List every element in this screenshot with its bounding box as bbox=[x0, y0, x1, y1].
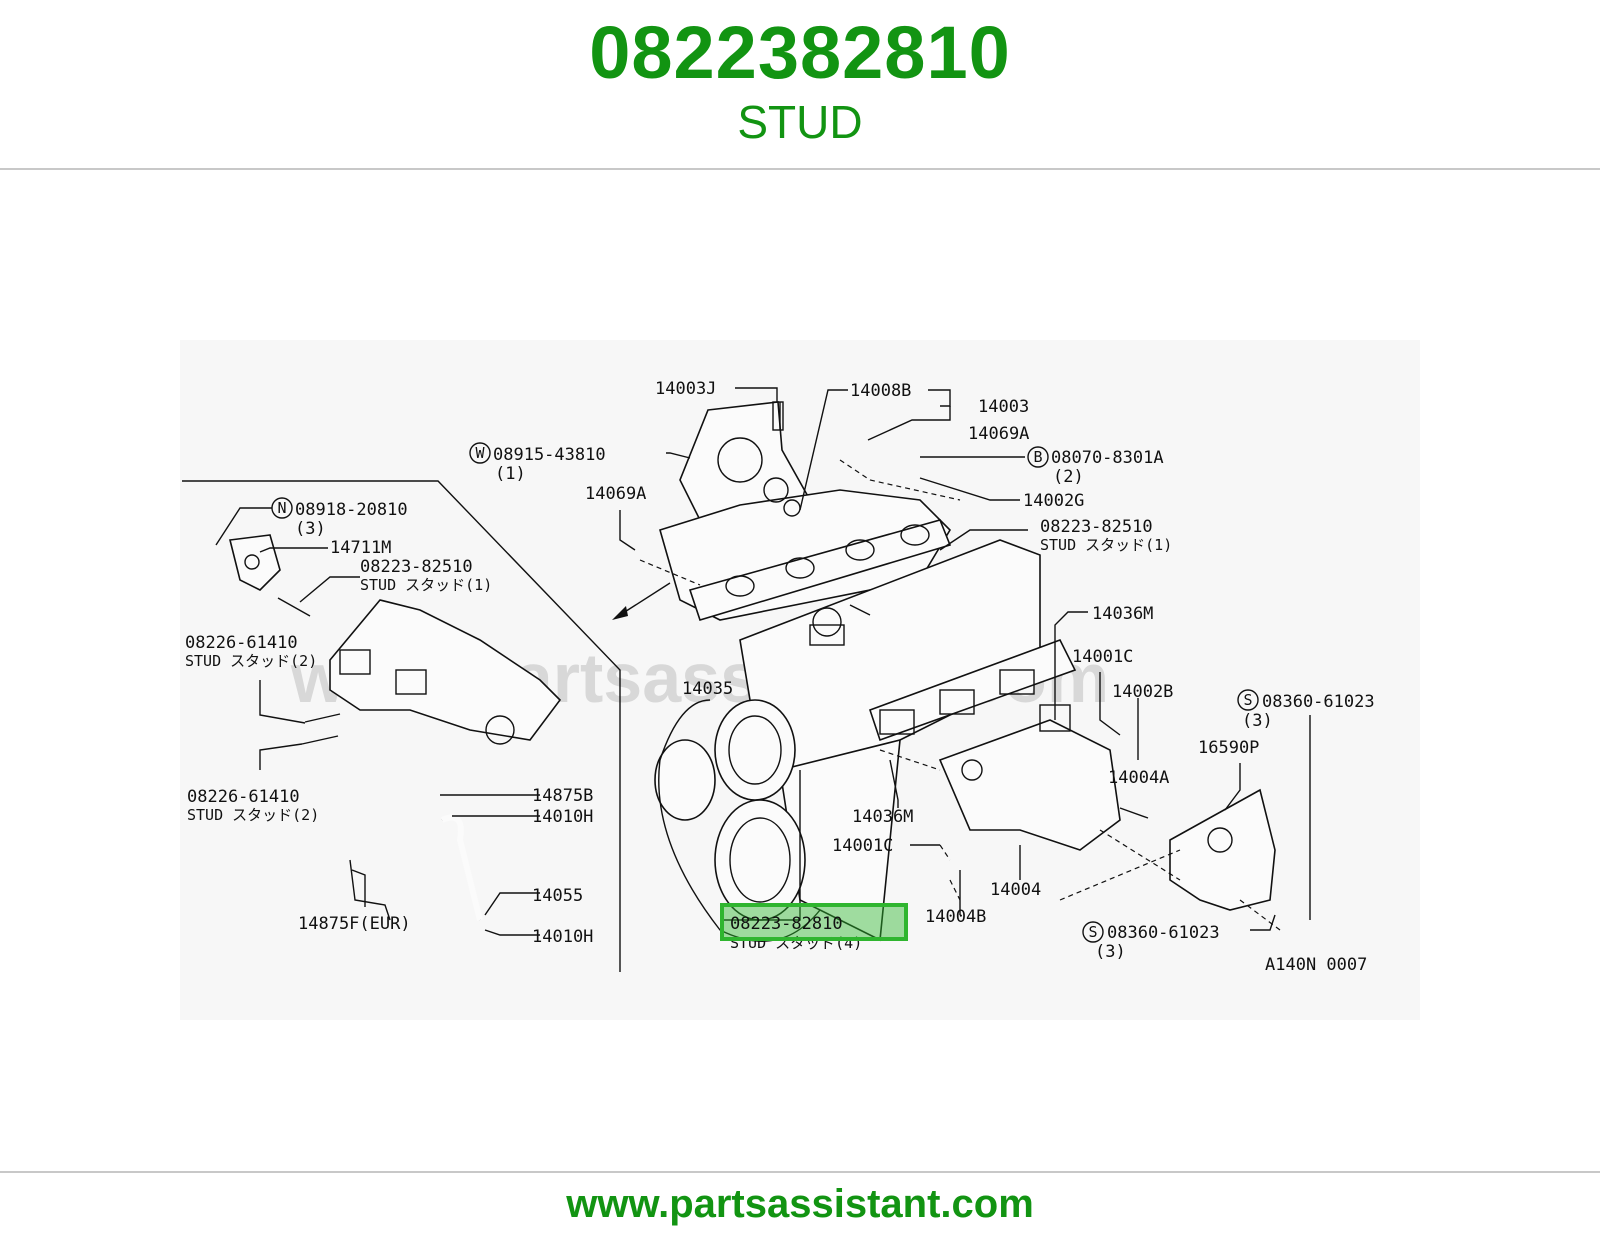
label-08226-61410-top: 08226-61410 bbox=[185, 633, 298, 653]
assembly-dashed-lines bbox=[639, 459, 1281, 931]
label-16590P: 16590P bbox=[1198, 738, 1259, 758]
label-stud2-top: STUD スタッド(2) bbox=[185, 652, 317, 670]
label-14003J: 14003J bbox=[655, 379, 716, 399]
part-name-subtitle: STUD bbox=[737, 96, 863, 148]
label-14069A-left: 14069A bbox=[585, 484, 646, 504]
label-14001C-bottom: 14001C bbox=[832, 836, 893, 856]
label-14010H-top: 14010H bbox=[532, 807, 593, 827]
label-14036M-bottom: 14036M bbox=[852, 807, 913, 827]
timing-pulleys bbox=[654, 699, 821, 942]
label-08223-82510-left: 08223-82510 bbox=[360, 557, 473, 577]
label-14875F-EUR: 14875F(EUR) bbox=[298, 914, 411, 934]
intake-gasket bbox=[688, 519, 952, 621]
hose bbox=[349, 814, 483, 921]
page-header: 0822382810 STUD bbox=[0, 0, 1600, 168]
parts-diagram: www.partsassistant.com bbox=[180, 340, 1420, 1020]
label-14003: 14003 bbox=[978, 397, 1029, 417]
label-stud2-bottom: STUD スタッド(2) bbox=[187, 806, 319, 824]
label-14002G: 14002G bbox=[1023, 491, 1084, 511]
label-14035: 14035 bbox=[682, 679, 733, 699]
label-14008B: 14008B bbox=[850, 381, 911, 401]
drawing-code: A140N 0007 bbox=[1265, 955, 1367, 975]
label-14875B: 14875B bbox=[532, 786, 593, 806]
circle-code-n: N bbox=[277, 499, 286, 517]
label-stud-left: STUD スタッド(1) bbox=[360, 576, 492, 594]
label-08070-qty: (2) bbox=[1053, 467, 1084, 487]
label-08223-82510-right: 08223-82510 bbox=[1040, 517, 1153, 537]
label-14711M: 14711M bbox=[330, 538, 391, 558]
footer-website-link[interactable]: www.partsassistant.com bbox=[566, 1182, 1034, 1226]
label-14004: 14004 bbox=[990, 880, 1041, 900]
label-14004A: 14004A bbox=[1108, 768, 1169, 788]
label-08918-20810: 08918-20810 bbox=[295, 500, 408, 520]
label-08918-qty: (3) bbox=[295, 519, 326, 539]
part-number-title: 0822382810 bbox=[589, 11, 1011, 94]
label-08360-61023-bottom: 08360-61023 bbox=[1107, 923, 1220, 943]
highlighted-part-callout[interactable]: STUD スタッド(4) 08223-82810 bbox=[720, 903, 908, 952]
label-08226-61410-bottom: 08226-61410 bbox=[187, 787, 300, 807]
studs bbox=[277, 402, 1149, 819]
label-14004B: 14004B bbox=[925, 907, 986, 927]
label-08915-qty: (1) bbox=[495, 464, 526, 484]
heat-shield bbox=[1169, 788, 1276, 911]
highlight-box bbox=[720, 903, 908, 941]
footer-divider bbox=[0, 1171, 1600, 1173]
exhaust-gasket bbox=[868, 639, 1077, 742]
label-08360-61023-top: 08360-61023 bbox=[1262, 692, 1375, 712]
label-14010H-bottom: 14010H bbox=[532, 927, 593, 947]
inset-border-line bbox=[182, 480, 621, 972]
label-14001C-top: 14001C bbox=[1072, 647, 1133, 667]
highlight-code: 08223-82810 bbox=[730, 914, 843, 934]
label-08360-bottom-qty: (3) bbox=[1095, 942, 1126, 962]
label-14069A-top: 14069A bbox=[968, 424, 1029, 444]
header-divider bbox=[0, 168, 1600, 170]
label-08915-43810: 08915-43810 bbox=[493, 445, 606, 465]
exhaust-manifold bbox=[938, 704, 1121, 851]
label-14055: 14055 bbox=[532, 886, 583, 906]
label-stud-right: STUD スタッド(1) bbox=[1040, 536, 1172, 554]
front-direction-arrow bbox=[612, 582, 671, 620]
parts-diagram-svg: www.partsassistant.com bbox=[182, 379, 1375, 975]
label-08070-8301A: 08070-8301A bbox=[1051, 448, 1164, 468]
leader-lines bbox=[215, 387, 1311, 936]
label-14036M-top: 14036M bbox=[1092, 604, 1153, 624]
label-14002B: 14002B bbox=[1112, 682, 1173, 702]
label-08360-top-qty: (3) bbox=[1242, 711, 1273, 731]
circle-code-b: B bbox=[1033, 448, 1042, 466]
circle-code-s-bottom: S bbox=[1088, 923, 1097, 941]
circle-code-s-top: S bbox=[1243, 691, 1252, 709]
circle-code-w: W bbox=[475, 444, 485, 462]
